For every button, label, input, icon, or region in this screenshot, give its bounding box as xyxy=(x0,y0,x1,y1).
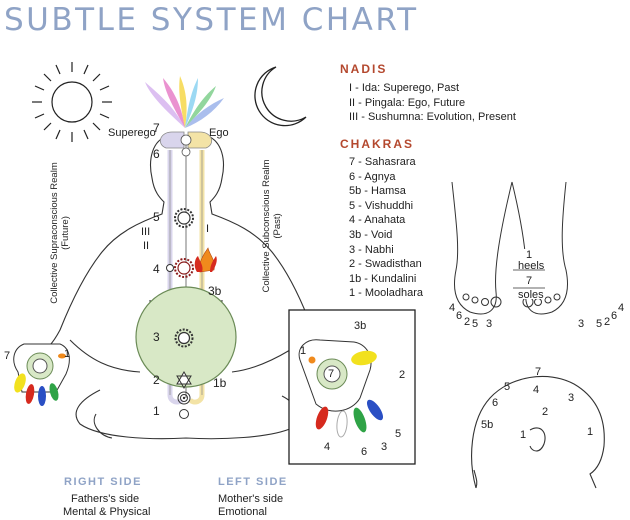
sahasrara-flame xyxy=(145,76,224,128)
chakra-3-label: 3 xyxy=(153,330,160,344)
right-side-line-2: Mental & Physical xyxy=(63,506,151,518)
head-5b-label: 5b xyxy=(481,419,494,431)
left-hand-7-label: 7 xyxy=(4,350,11,362)
vishuddhi-chakra xyxy=(174,208,194,228)
nadis-heading: NADIS xyxy=(340,62,388,76)
left-hand-1-label: 1 xyxy=(64,348,71,360)
nadi-II-label: II xyxy=(143,240,150,252)
head-profile-outline xyxy=(471,375,605,489)
chakra-6-label: 6 xyxy=(153,147,160,161)
moon-icon xyxy=(254,66,307,127)
left-heart-node xyxy=(166,264,174,272)
chakra-item-mooladhara: 1 - Mooladhara xyxy=(349,287,423,300)
right-side-line-1: Fathers's side xyxy=(71,493,140,505)
nadi-item-sushumna: III - Sushumna: Evolution, Present xyxy=(349,111,516,124)
agnya-lobes xyxy=(159,131,213,157)
heels-label: heels xyxy=(518,260,545,272)
hand-5-label: 5 xyxy=(395,428,402,440)
nadi-I-label: I xyxy=(206,223,210,235)
head-7-label: 7 xyxy=(535,366,542,378)
left-side-heading: LEFT SIDE xyxy=(218,476,288,488)
heels-number: 1 xyxy=(526,249,533,261)
head-4-label: 4 xyxy=(533,384,540,396)
chakra-item-hamsa: 5b - Hamsa xyxy=(349,185,406,198)
chakra-5-label: 5 xyxy=(153,210,160,224)
nadi-item-pingala: II - Pingala: Ego, Future xyxy=(349,96,466,109)
chakra-item-nabhi: 3 - Nabhi xyxy=(349,243,394,256)
chart-title: SUBTLE SYSTEM CHART xyxy=(4,2,419,38)
head-1b-label: 1 xyxy=(587,426,594,438)
anahata-chakra xyxy=(174,258,194,278)
left-toe-label-2: 6 xyxy=(456,310,463,322)
nadis-list: I - Ida: Superego, Past II - Pingala: Eg… xyxy=(349,81,516,125)
head-6-label: 6 xyxy=(492,397,499,409)
chakra-item-sahasrara: 7 - Sahasrara xyxy=(349,156,416,168)
right-toe-label-3: 2 xyxy=(604,316,611,328)
right-toe-label-5: 4 xyxy=(618,302,625,314)
chakra-3b-label: 3b xyxy=(208,284,222,298)
swadisthan-chakra xyxy=(176,371,192,389)
pingala-channel xyxy=(188,150,205,405)
supraconscious-realm-label: Collective Supraconscious Realm (Future) xyxy=(49,162,71,304)
ego-label: Ego xyxy=(209,127,229,139)
chakra-item-swadisthan: 2 - Swadisthan xyxy=(349,258,422,271)
head-3-label: 3 xyxy=(568,392,575,404)
left-hand-outline xyxy=(13,343,70,406)
chakra-7-label: 7 xyxy=(153,121,160,135)
head-1a-label: 1 xyxy=(520,429,527,441)
hand-4-label: 4 xyxy=(324,441,331,453)
nabhi-chakra xyxy=(174,328,194,348)
chakras-heading: CHAKRAS xyxy=(340,137,414,151)
hand-6-label: 6 xyxy=(361,446,368,458)
soles-number: 7 xyxy=(526,275,533,287)
head-5-label: 5 xyxy=(504,381,511,393)
left-toe-label-1: 4 xyxy=(449,302,456,314)
left-toe-label-3: 2 xyxy=(464,316,471,328)
right-toe-label-1: 3 xyxy=(578,318,585,330)
nadi-III-label: III xyxy=(141,226,151,238)
hand-2-label: 2 xyxy=(399,369,406,381)
nadi-item-ida: I - Ida: Superego, Past xyxy=(349,82,460,94)
hand-3b-label: 3b xyxy=(354,320,367,332)
left-toe-label-5: 3 xyxy=(486,318,493,330)
chakra-item-void: 3b - Void xyxy=(349,228,393,241)
sun-icon xyxy=(32,62,112,142)
chakra-item-agnya: 6 - Agnya xyxy=(349,170,396,183)
kundalini-coil xyxy=(177,391,191,405)
chakras-list: 7 - Sahasrara 6 - Agnya 5b - Hamsa 5 - V… xyxy=(349,155,423,301)
hand-1-label: 1 xyxy=(300,345,307,357)
right-toe-label-2: 5 xyxy=(596,318,603,330)
left-side-line-2: Emotional xyxy=(218,506,267,518)
hand-7-label: 7 xyxy=(328,368,335,380)
feet-outline xyxy=(451,181,568,315)
left-toe-label-4: 5 xyxy=(472,318,479,330)
chakra-2-label: 2 xyxy=(153,373,160,387)
chakra-4-label: 4 xyxy=(153,262,160,276)
chakra-item-kundalini: 1b - Kundalini xyxy=(349,272,417,285)
chakra-1-label: 1 xyxy=(153,404,160,418)
ida-channel xyxy=(167,150,184,405)
superego-label: Superego xyxy=(108,127,156,139)
mooladhara-chakra xyxy=(179,409,189,419)
subconscious-realm-label: Collective Subconscious Realm (Past) xyxy=(261,159,283,293)
right-side-heading: RIGHT SIDE xyxy=(64,476,142,488)
chakra-1b-label: 1b xyxy=(213,376,227,390)
left-side-line-1: Mother's side xyxy=(218,493,284,505)
hand-3-label: 3 xyxy=(381,441,388,453)
head-2-label: 2 xyxy=(542,406,549,418)
right-toe-label-4: 6 xyxy=(611,310,618,322)
hand-inset-drawing xyxy=(298,339,384,438)
heart-flame-icon xyxy=(194,247,217,273)
feet-label-box xyxy=(513,249,545,299)
chakra-item-vishuddhi: 5 - Vishuddhi xyxy=(349,199,414,212)
chakra-item-anahata: 4 - Anahata xyxy=(349,214,406,227)
soles-label: soles xyxy=(518,289,544,301)
